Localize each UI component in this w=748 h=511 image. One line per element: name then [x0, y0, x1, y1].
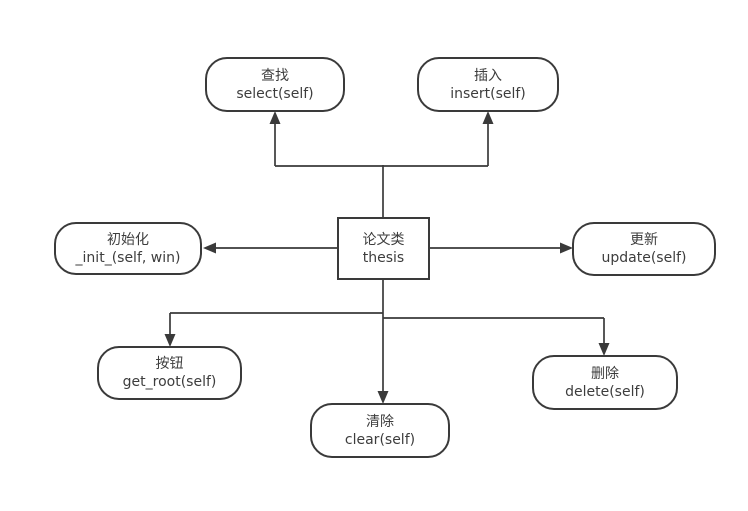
node-update-title: 更新 [630, 232, 658, 248]
node-select: 查找 select(self) [205, 57, 345, 112]
node-update: 更新 update(self) [572, 222, 716, 276]
node-select-subtitle: select(self) [236, 85, 314, 102]
node-delete-subtitle: delete(self) [565, 383, 645, 400]
node-delete-title: 删除 [591, 365, 619, 382]
node-select-title: 查找 [261, 67, 289, 84]
node-insert: 插入 insert(self) [417, 57, 559, 112]
node-get-root: 按钮 get_root(self) [97, 346, 242, 400]
arrowhead-to-delete [598, 343, 610, 356]
node-thesis-subtitle: thesis [362, 249, 405, 266]
node-delete: 删除 delete(self) [532, 355, 678, 410]
node-clear-subtitle: clear(self) [344, 431, 416, 448]
node-init-subtitle: _init_(self, win) [75, 249, 181, 266]
node-insert-title: 插入 [474, 67, 502, 84]
node-update-subtitle: update(self) [601, 250, 687, 266]
arrowhead-to-update [560, 242, 573, 254]
node-get-root-subtitle: get_root(self) [122, 374, 217, 390]
node-thesis-title: 论文类 [362, 231, 405, 248]
node-init: 初始化 _init_(self, win) [54, 222, 202, 275]
arrowhead-to-insert [482, 111, 494, 124]
arrowhead-to-select [269, 111, 281, 124]
arrowhead-to-clear [377, 391, 389, 404]
node-thesis: 论文类 thesis [337, 217, 430, 280]
arrowhead-to-init [203, 242, 216, 254]
arrowhead-to-getroot [164, 334, 176, 347]
node-insert-subtitle: insert(self) [450, 85, 526, 102]
node-clear: 清除 clear(self) [310, 403, 450, 458]
node-init-title: 初始化 [107, 231, 149, 248]
node-clear-title: 清除 [366, 413, 394, 430]
node-get-root-title: 按钮 [155, 356, 184, 372]
